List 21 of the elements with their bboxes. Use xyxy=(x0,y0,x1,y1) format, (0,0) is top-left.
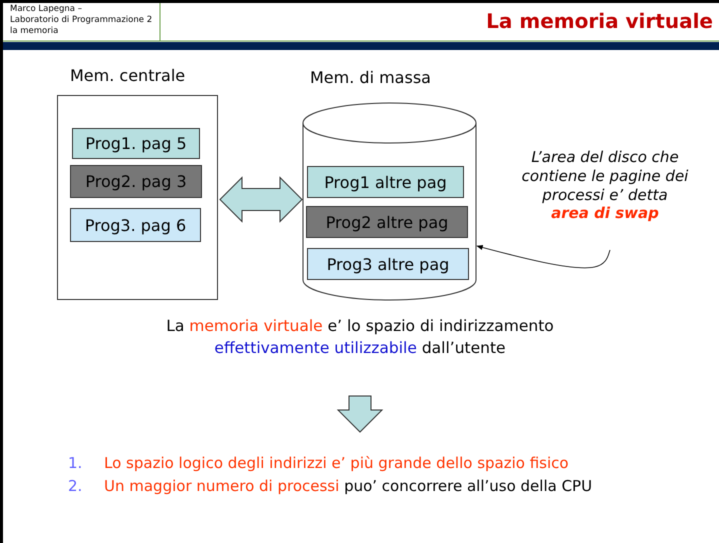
page-block: Prog3 altre pag xyxy=(307,248,469,280)
box-heading: Mem. centrale xyxy=(70,66,186,85)
definition-text: La memoria virtuale e’ lo spazio di indirizzamento effettivamente utilizzabile dall’utente xyxy=(130,316,590,396)
header-text: la memoria xyxy=(10,26,58,36)
page-block: Prog2. pag 3 xyxy=(70,165,202,198)
pointer-arrow xyxy=(476,245,610,268)
block-arrow xyxy=(336,396,384,433)
page-block: Prog1. pag 5 xyxy=(72,128,200,159)
list-number: 1. xyxy=(68,454,82,472)
page-block: Prog3. pag 6 xyxy=(70,208,201,242)
annotation-text: L’area del disco che contiene le pagine dei processi e’ detta area di swap xyxy=(506,148,704,250)
slide-title: La memoria virtuale xyxy=(486,9,713,33)
page-block: Prog1 altre pag xyxy=(307,166,464,198)
header-text: Laboratorio di Programmazione 2 xyxy=(10,15,152,25)
disk-heading: Mem. di massa xyxy=(310,68,431,87)
list-item: Un maggior numero di processi puo’ concorrere all’uso della CPU xyxy=(104,477,592,495)
list-item: Lo spazio logico degli indirizzi e’ più grande dello spazio fisico xyxy=(104,454,569,472)
list-number: 2. xyxy=(68,477,82,495)
header-text: Marco Lapegna – xyxy=(10,4,82,14)
page-block: Prog2 altre pag xyxy=(306,206,468,238)
double-block-arrow xyxy=(219,176,303,223)
